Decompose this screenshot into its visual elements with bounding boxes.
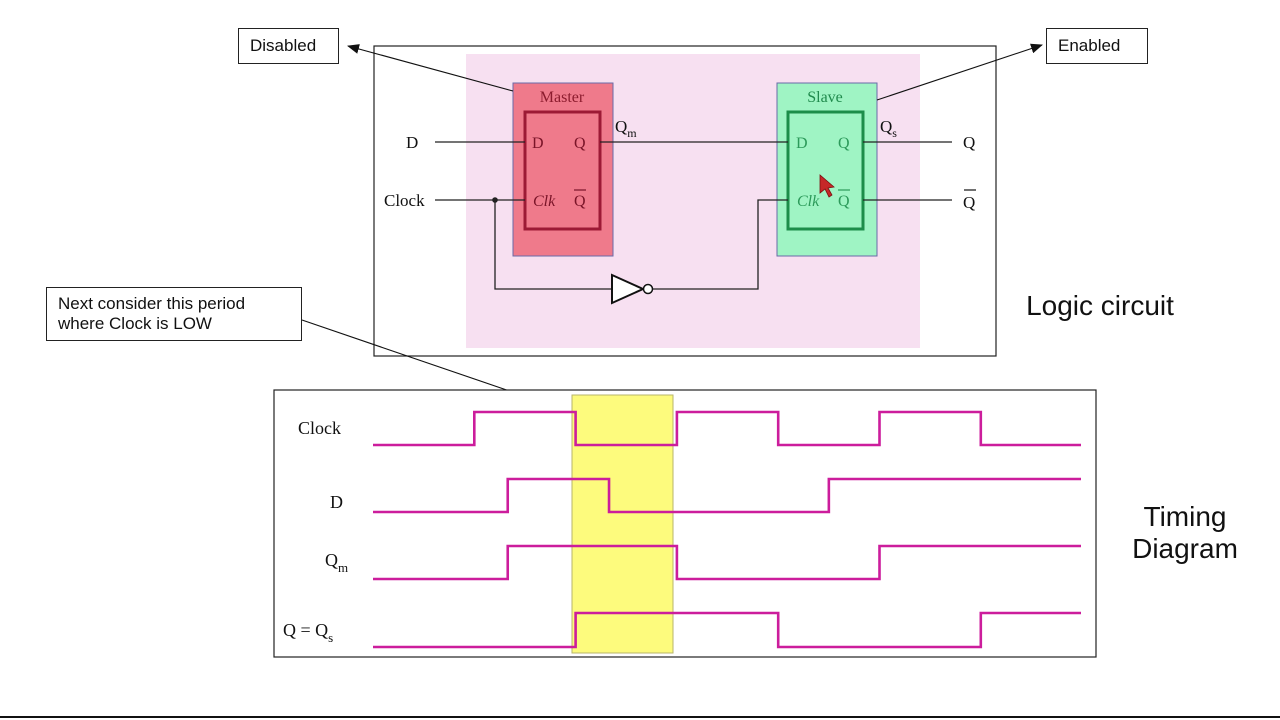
note-line-1: Next consider this period — [58, 294, 246, 313]
logic-circuit-label: Logic circuit — [1026, 290, 1174, 321]
waveform-d — [373, 477, 1081, 514]
enabled-label: Enabled — [1058, 36, 1121, 55]
inverter-bubble — [642, 283, 654, 295]
waveform-q-qs — [373, 611, 1081, 649]
output-qbar-label: Q — [963, 193, 975, 212]
slave-pin-q: Q — [838, 135, 850, 152]
output-q-label: Q — [963, 133, 975, 152]
circuit-wires — [435, 141, 952, 290]
disabled-label: Disabled — [250, 36, 317, 55]
timing-label-q: Q = Qs — [283, 620, 333, 645]
timing-label-line-2: Diagram — [1132, 533, 1238, 564]
bottom-rule — [0, 716, 1280, 718]
waveform-qm — [373, 544, 1081, 581]
enabled-pointer-arrow — [876, 43, 1043, 101]
slave-pin-d: D — [796, 135, 808, 152]
slave-flipflop — [786, 110, 865, 231]
waveforms — [373, 410, 1081, 649]
timing-label-line-1: Timing — [1143, 501, 1227, 532]
note-callout: Next consider this period where Clock is… — [46, 287, 302, 341]
disabled-callout: Disabled — [238, 28, 339, 64]
waveform-clock — [373, 410, 1081, 447]
qm-label: Qm — [615, 117, 637, 140]
master-pin-qbar: Q — [574, 193, 586, 210]
highlight-period — [571, 394, 674, 654]
qs-label: Qs — [880, 117, 897, 140]
master-pin-clk: Clk — [533, 193, 556, 210]
mouse-cursor-icon — [819, 174, 835, 198]
slave-pin-clk: Clk — [797, 193, 820, 210]
master-flipflop — [523, 110, 602, 231]
timing-label-d: D — [330, 492, 343, 512]
timing-diagram-label: Timing Diagram — [1115, 501, 1255, 565]
input-clock-label: Clock — [384, 191, 425, 210]
master-pin-d: D — [532, 135, 544, 152]
disabled-pointer-arrow — [347, 44, 514, 92]
enabled-callout: Enabled — [1046, 28, 1148, 64]
slave-pin-qbar: Q — [838, 193, 850, 210]
input-d-label: D — [406, 133, 418, 152]
clock-junction-dot — [492, 197, 498, 203]
note-line-2: where Clock is LOW — [58, 314, 212, 333]
timing-label-clock: Clock — [298, 418, 341, 438]
slave-title: Slave — [807, 89, 843, 106]
master-pin-q: Q — [574, 135, 586, 152]
timing-frame — [273, 389, 1097, 658]
timing-label-qm: Qm — [325, 550, 348, 575]
master-title: Master — [540, 89, 585, 106]
inverter-gate — [611, 273, 646, 305]
